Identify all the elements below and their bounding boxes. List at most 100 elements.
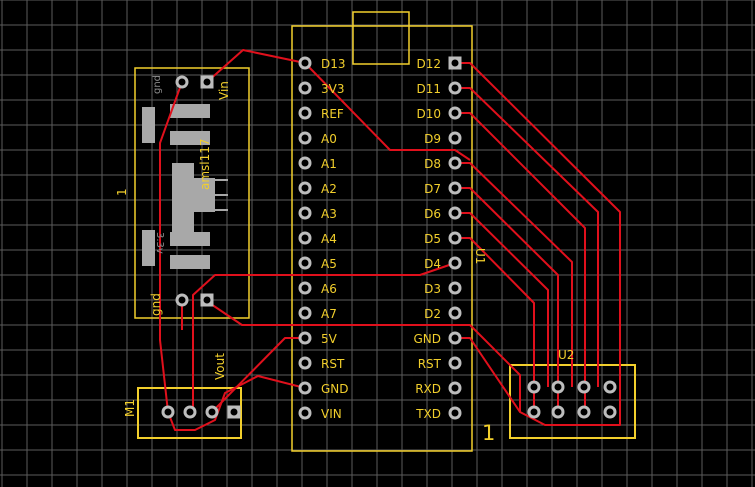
pad-hole (451, 334, 459, 342)
pad-hole (178, 78, 186, 86)
pad-hole (451, 159, 459, 167)
pad-hole (164, 408, 172, 416)
smd-pad (193, 178, 215, 212)
pad-hole (301, 159, 309, 167)
pad-hole (301, 259, 309, 267)
traces (159, 49, 621, 431)
pad-hole (451, 109, 459, 117)
u2-ref: U2 (558, 348, 574, 362)
pad-hole (530, 383, 538, 391)
pad-hole (554, 408, 562, 416)
reg-gnd-bottom-label: gnd (149, 293, 163, 316)
smd-pad (142, 230, 155, 266)
nano-left-pin-label: A4 (321, 232, 337, 246)
nano-left-pin-label: A1 (321, 157, 337, 171)
regulator-smd-ticks (213, 179, 228, 211)
nano-right-pin-label: D9 (424, 132, 441, 146)
trace (455, 162, 573, 387)
nano-outline (291, 25, 473, 452)
nano-right-pin-label: D10 (416, 107, 441, 121)
pad-hole (451, 384, 459, 392)
pad-hole (451, 284, 459, 292)
pad-hole (606, 408, 614, 416)
nano-right-pin-label: RXD (415, 382, 441, 396)
pad-hole (301, 334, 309, 342)
reg-side-mark: 1 (115, 188, 129, 196)
trace (455, 87, 599, 387)
nano-left-pin-label: A5 (321, 257, 337, 271)
smd-pad (142, 107, 155, 143)
nano-left-pin-label: A6 (321, 282, 337, 296)
m1-ref: M1 (123, 399, 137, 417)
pad-hole (451, 84, 459, 92)
m1-vout-label: Vout (213, 353, 227, 380)
pad-hole (203, 78, 211, 86)
nano-left-pin-label: 5V (321, 332, 338, 346)
nano-left-pin-label: A7 (321, 307, 337, 321)
pad-hole (301, 209, 309, 217)
smd-pad (170, 104, 210, 118)
trace (455, 112, 586, 412)
u1-corner-mark: 1 (482, 421, 495, 445)
pad-hole (301, 284, 309, 292)
pad-hole (301, 359, 309, 367)
nano-right-pin-label: D4 (424, 257, 441, 271)
trace (455, 62, 621, 412)
nano-left-pin-label: D13 (321, 57, 346, 71)
smd-pad (170, 131, 210, 145)
regulator-smd-pads (142, 104, 215, 269)
trace (192, 262, 456, 412)
pad-hole (301, 84, 309, 92)
pad-hole (451, 409, 459, 417)
nano-right-pin-label: D7 (424, 182, 441, 196)
trace (455, 187, 559, 412)
reg-3v3-label: 3.3v (154, 232, 165, 254)
pad-hole (301, 309, 309, 317)
pad-hole (301, 409, 309, 417)
trace (204, 299, 521, 412)
pad-hole (451, 234, 459, 242)
pad-hole (208, 408, 216, 416)
nano-right-pin-label: D2 (424, 307, 441, 321)
pad-hole (301, 134, 309, 142)
trace (206, 49, 306, 83)
nano-right-pin-label: D5 (424, 232, 441, 246)
trace (304, 62, 471, 161)
nano-right-pin-label: D12 (416, 57, 441, 71)
reg-gnd-top-label: gnd (152, 75, 163, 94)
pad-hole (301, 109, 309, 117)
reg-part-label: amsl117 (198, 138, 212, 190)
smd-pad (170, 232, 210, 246)
pad-hole (451, 209, 459, 217)
nano-left-pin-label: REF (321, 107, 344, 121)
pad-hole (580, 383, 588, 391)
nano-left-pin-label: A3 (321, 207, 337, 221)
usb-connector-outline (352, 11, 410, 65)
trace (455, 237, 535, 412)
nano-right-pin-label: D11 (416, 82, 441, 96)
nano-right-pin-label: TXD (415, 407, 441, 421)
trace (455, 212, 549, 387)
pad-hole (530, 408, 538, 416)
smd-pad (172, 163, 194, 233)
trace (455, 337, 621, 426)
pad-hole (580, 408, 588, 416)
pad-hole (554, 383, 562, 391)
pad-hole (451, 134, 459, 142)
u1-ref: U1 (473, 248, 487, 264)
pad-hole (451, 259, 459, 267)
m1-outline (137, 387, 242, 439)
trace (159, 81, 183, 413)
pad-hole (186, 408, 194, 416)
reg-vin-label: Vin (217, 81, 231, 100)
pad-hole (203, 296, 211, 304)
nano-left-pin-label: RST (321, 357, 345, 371)
pad-hole (451, 59, 459, 67)
pad-hole (178, 296, 186, 304)
pad-hole (451, 309, 459, 317)
nano-left-pin-label: A0 (321, 132, 337, 146)
pad-hole (301, 59, 309, 67)
pad-hole (451, 359, 459, 367)
